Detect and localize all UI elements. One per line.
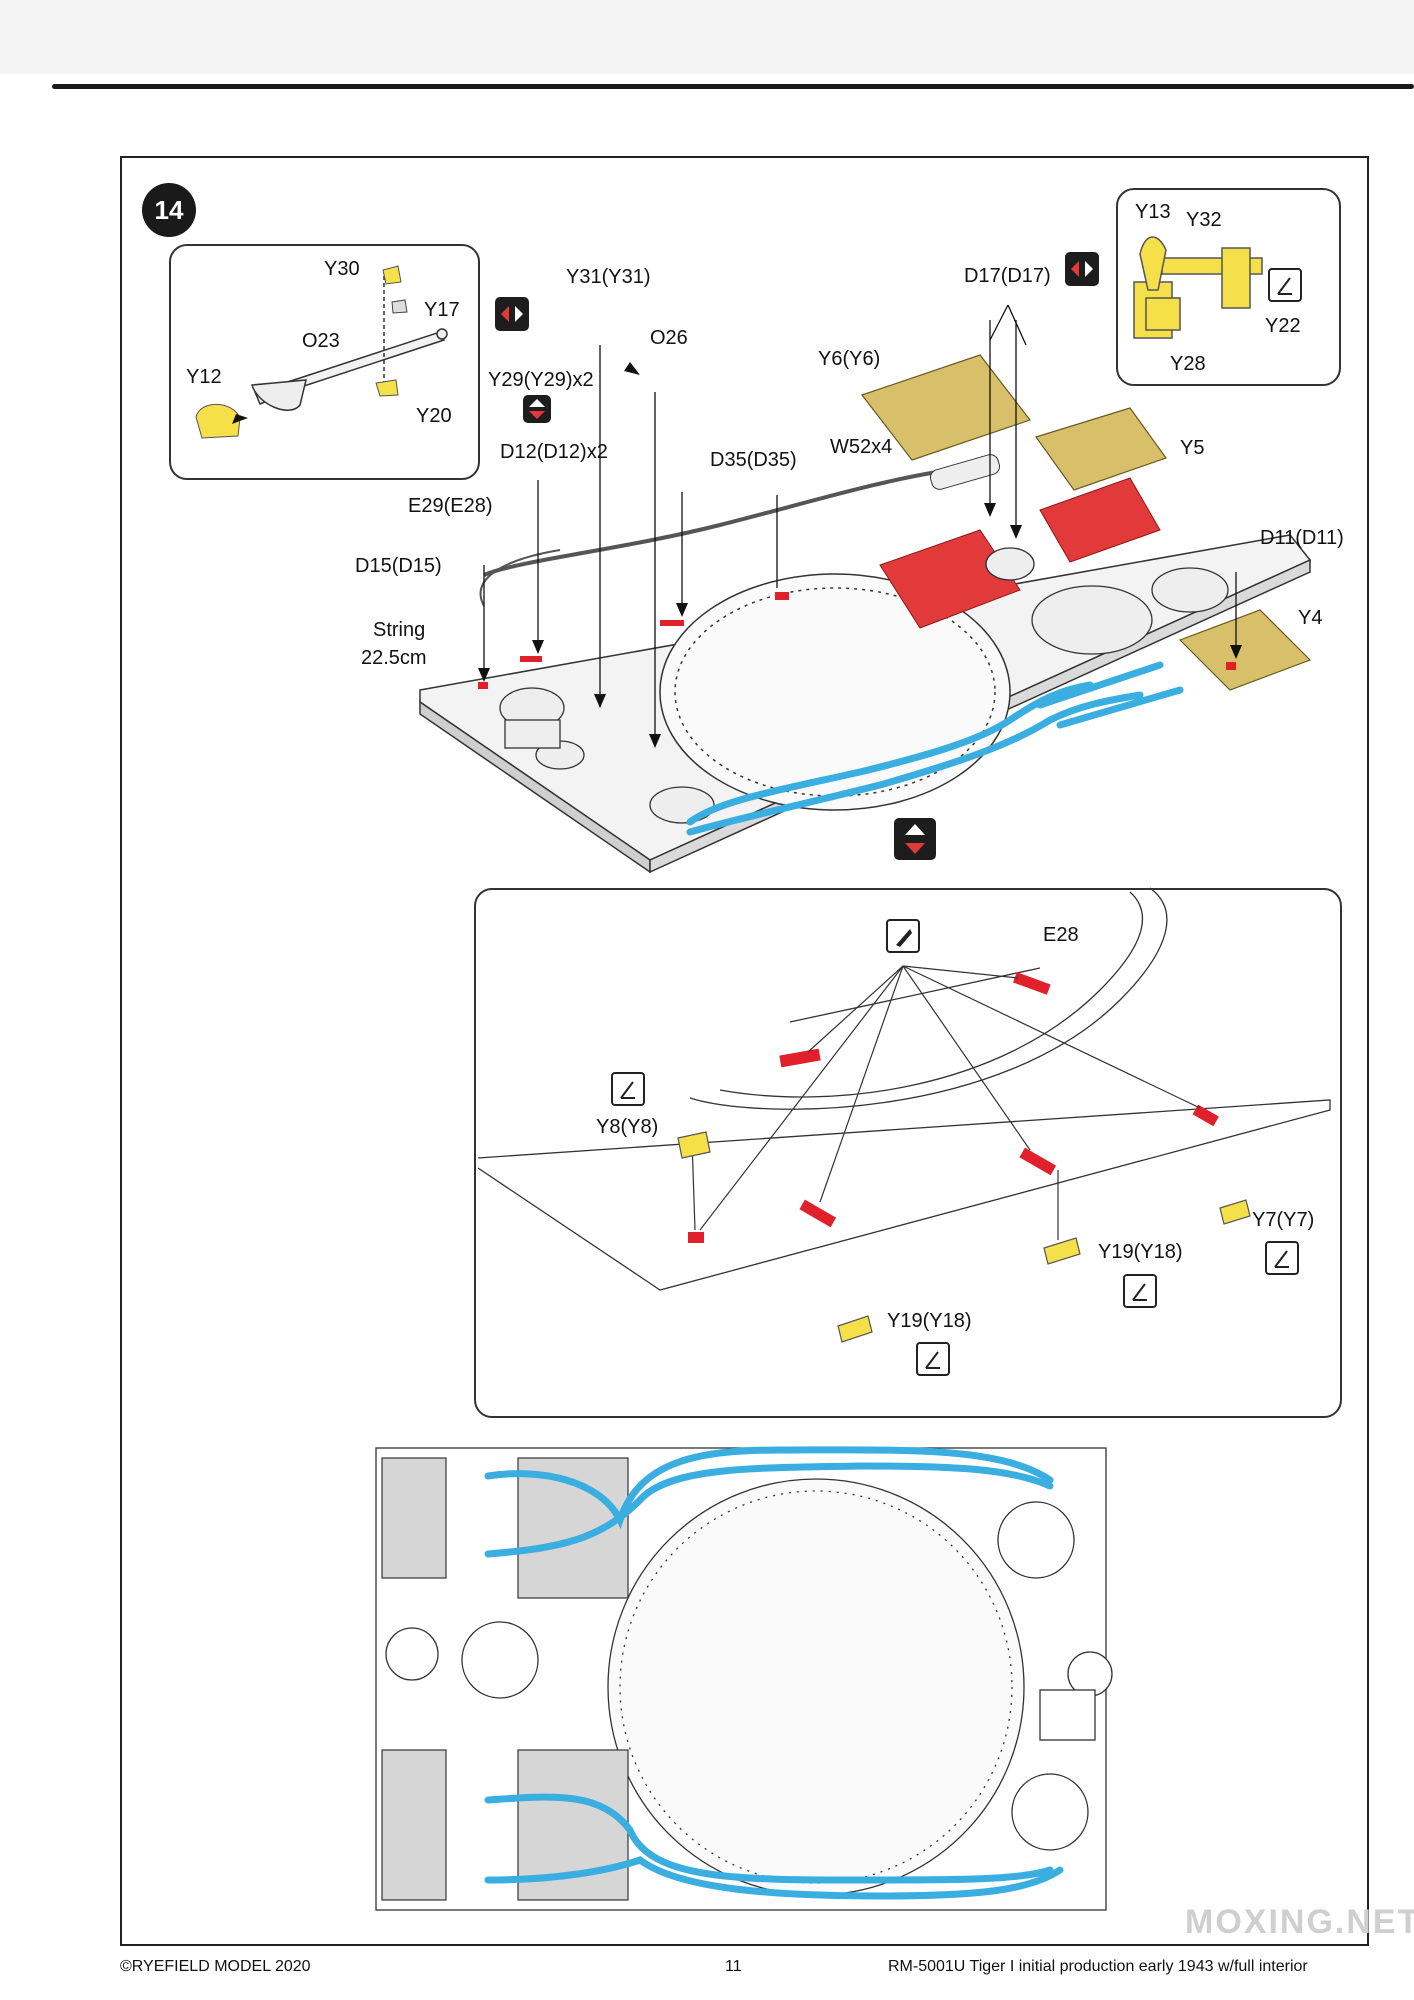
label-w52: W52x4 <box>830 436 893 458</box>
flip-over-icon <box>1065 252 1099 286</box>
w52-cable-eye <box>929 454 1001 490</box>
label-d35: D35(D35) <box>710 449 797 471</box>
plan-blue-cables <box>484 1446 1064 1900</box>
detail-leaders <box>691 965 1201 1240</box>
flip-over-icon <box>495 297 529 331</box>
label-string-length: 22.5cm <box>361 647 427 669</box>
label-y5: Y5 <box>1180 437 1205 459</box>
shovel-part-drawing <box>251 276 448 411</box>
tow-cable-string <box>479 549 561 607</box>
copyright-text: ©RYEFIELD MODEL 2020 <box>120 1958 311 1975</box>
detail-red-clamps <box>688 972 1219 1243</box>
bend-part-icon <box>916 1342 950 1376</box>
label-y20: Y20 <box>416 405 452 427</box>
label-e28: E28 <box>1043 924 1079 946</box>
y12-arrow <box>232 414 248 424</box>
bracket-assembly-drawing <box>1133 236 1263 339</box>
y20-bracket <box>375 379 399 397</box>
page-number: 11 <box>725 1958 742 1975</box>
red-mount-parts <box>478 592 1236 689</box>
bend-part-icon <box>1123 1274 1157 1308</box>
label-y32: Y32 <box>1186 209 1222 231</box>
label-y12: Y12 <box>186 366 222 388</box>
hull-fittings <box>499 547 1229 824</box>
label-y8: Y8(Y8) <box>596 1116 659 1138</box>
label-d15: D15(D15) <box>355 555 442 577</box>
wire-rope <box>483 468 951 577</box>
grille-mesh-tan <box>861 354 1312 691</box>
detail-panel <box>474 888 1342 1418</box>
label-o23: O23 <box>302 330 340 352</box>
label-y29: Y29(Y29)x2 <box>488 369 594 391</box>
label-y22: Y22 <box>1265 315 1301 337</box>
watermark: MOXING.NET <box>1185 1903 1414 1941</box>
bend-part-icon <box>1268 268 1302 302</box>
callout-leaders <box>483 304 1237 740</box>
label-y19-left: Y19(Y18) <box>887 1310 972 1332</box>
flip-over-icon <box>523 395 551 423</box>
label-y19-right: Y19(Y18) <box>1098 1241 1183 1263</box>
callout-arrowheads <box>478 362 1242 748</box>
label-e29: E29(E28) <box>408 495 493 517</box>
label-y31: Y31(Y31) <box>566 266 651 288</box>
y12-shovel-cover <box>195 403 241 439</box>
label-y4: Y4 <box>1298 607 1323 629</box>
hobby-knife-icon <box>886 919 920 953</box>
flip-over-icon <box>894 818 936 860</box>
label-y6: Y6(Y6) <box>818 348 881 370</box>
y17-clip <box>391 299 408 314</box>
detail-hull-section <box>477 887 1331 1291</box>
instruction-frame <box>120 156 1369 1946</box>
plan-engine-grilles <box>381 1457 629 1901</box>
plan-view-hull <box>375 1447 1113 1911</box>
label-string: String <box>373 619 426 641</box>
label-y13: Y13 <box>1135 201 1171 223</box>
engine-grille-red <box>879 477 1161 629</box>
label-y28: Y28 <box>1170 353 1206 375</box>
label-y7: Y7(Y7) <box>1252 1209 1315 1231</box>
bend-part-icon <box>1265 1241 1299 1275</box>
towing-cables-blue <box>686 661 1184 836</box>
label-o26: O26 <box>650 327 688 349</box>
inset-panel-tools <box>169 244 480 480</box>
header-rule <box>52 84 1414 89</box>
label-y17: Y17 <box>424 299 460 321</box>
bend-part-icon <box>611 1072 645 1106</box>
step-number-badge: 14 <box>142 183 196 237</box>
label-y30: Y30 <box>324 258 360 280</box>
detail-yellow-parts <box>677 1131 1251 1343</box>
y30-bracket <box>382 265 402 285</box>
label-d12: D12(D12)x2 <box>500 441 608 463</box>
label-d17: D17(D17) <box>964 265 1051 287</box>
page-top-band <box>0 0 1414 74</box>
label-d11: D11(D11) <box>1260 527 1344 549</box>
product-title: RM-5001U Tiger I initial production earl… <box>888 1958 1308 1975</box>
